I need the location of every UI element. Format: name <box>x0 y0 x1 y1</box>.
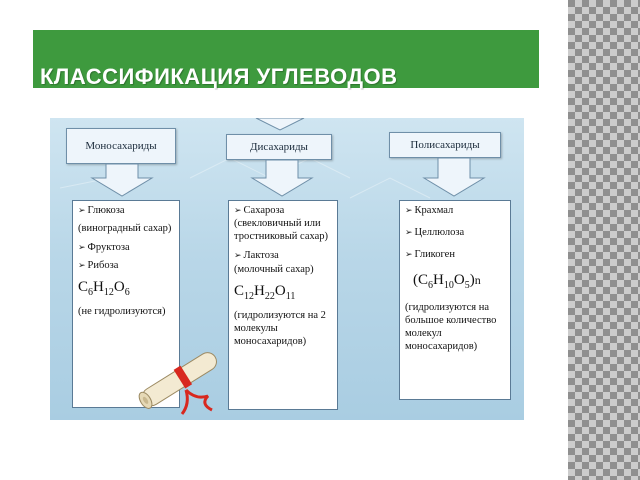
mono-formula: C6H12O6 <box>78 278 130 298</box>
header-disaccharides: Дисахариды <box>226 134 332 160</box>
mono-down-arrow-icon <box>90 164 154 197</box>
list-item: ➢Глюкоза <box>78 204 174 217</box>
list-item: ➢Крахмал <box>405 204 505 217</box>
bullet-arrow-icon: ➢ <box>234 205 242 215</box>
title-bar <box>33 30 539 88</box>
disaccharides-box: ➢Сахароза (свекловичный или тростниковый… <box>228 200 338 410</box>
item-label: Крахмал <box>414 205 454 216</box>
hydrolysis-note: (гидролизуются на большое количество мол… <box>405 301 497 353</box>
list-item: ➢Фруктоза <box>78 241 174 254</box>
item-label: Целлюлоза <box>414 227 465 239</box>
list-item: ➢Лактоза <box>234 249 332 262</box>
item-note: (молочный сахар) <box>234 263 314 275</box>
di-down-arrow-icon <box>250 160 314 197</box>
list-item: ➢Целлюлоза <box>405 226 505 239</box>
list-item: ➢Гликоген <box>405 248 505 261</box>
item-label: Глюкоза <box>87 205 125 216</box>
item-label: Фруктоза <box>87 242 130 254</box>
poly-formula: (C6H10O5)n <box>413 272 481 292</box>
hydrolysis-note: (гидролизуются на 2 молекулы моносахарид… <box>234 310 326 348</box>
item-label: Лактоза <box>243 250 279 262</box>
list-item: ➢Рибоза <box>78 259 174 272</box>
diploma-scroll-icon <box>138 352 217 415</box>
hydrolysis-note: (не гидролизуются) <box>78 306 166 317</box>
header-monosaccharides: Моносахариды <box>66 128 176 164</box>
decorative-checker-stripe <box>568 0 640 480</box>
top-arrow-icon <box>255 118 305 131</box>
bullet-arrow-icon: ➢ <box>405 205 413 215</box>
item-note: (свекловичный или тростниковый сахар) <box>234 218 329 243</box>
polysaccharides-box: ➢Крахмал ➢Целлюлоза ➢Гликоген (C6H10O5)n… <box>399 200 511 400</box>
list-item: ➢Сахароза <box>234 204 332 217</box>
header-polysaccharides: Полисахариды <box>389 132 501 158</box>
bullet-arrow-icon: ➢ <box>405 249 413 260</box>
item-label: Сахароза <box>243 205 285 216</box>
item-label: Гликоген <box>414 249 455 261</box>
item-label: Рибоза <box>87 260 119 272</box>
di-formula: C12H22O11 <box>234 282 296 302</box>
bullet-arrow-icon: ➢ <box>405 227 413 238</box>
poly-down-arrow-icon <box>422 158 486 197</box>
monosaccharides-box: ➢Глюкоза (виноградный сахар) ➢Фруктоза ➢… <box>72 200 180 408</box>
bullet-arrow-icon: ➢ <box>78 260 86 271</box>
bullet-arrow-icon: ➢ <box>78 242 86 253</box>
item-note: (виноградный сахар) <box>78 223 172 235</box>
bullet-arrow-icon: ➢ <box>78 205 86 215</box>
slide-title: КЛАССИФИКАЦИЯ УГЛЕВОДОВ <box>40 64 398 89</box>
classification-diagram: Моносахариды Дисахариды Полисахариды ➢Гл… <box>50 118 524 420</box>
bullet-arrow-icon: ➢ <box>234 250 242 261</box>
